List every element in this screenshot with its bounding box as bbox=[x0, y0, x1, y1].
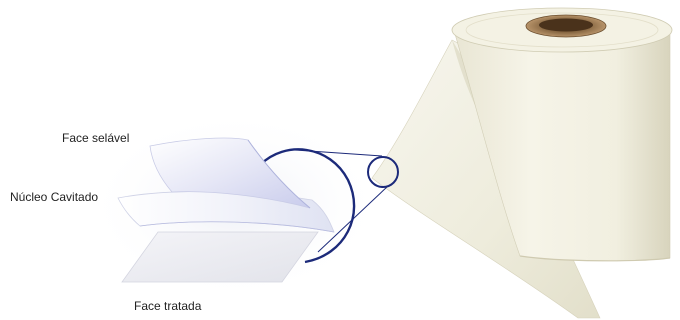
film-roll bbox=[372, 8, 672, 318]
label-cavitated-core: Núcleo Cavitado bbox=[10, 190, 98, 204]
label-treated-face: Face tratada bbox=[134, 299, 201, 313]
label-sealable-face: Face selável bbox=[62, 131, 129, 145]
roll-core-hole bbox=[539, 19, 593, 32]
